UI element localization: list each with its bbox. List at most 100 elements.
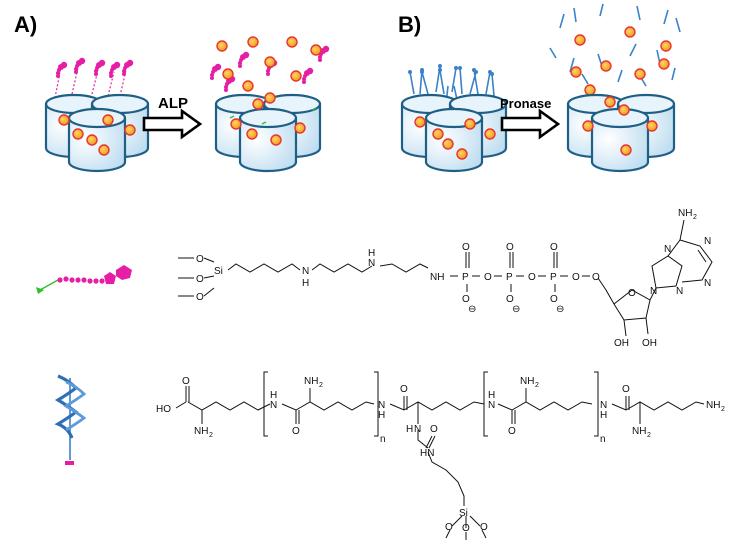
nucleotide-legend-icon bbox=[36, 265, 132, 294]
atom-label: N bbox=[600, 400, 607, 411]
atom-label: H bbox=[406, 424, 413, 435]
cargo-molecule-icon bbox=[646, 120, 658, 132]
atom-label: O bbox=[592, 272, 600, 283]
atom-label: O bbox=[430, 424, 438, 435]
atom-label: O bbox=[196, 274, 204, 285]
released-cargo-icon bbox=[600, 60, 612, 72]
cargo-molecule-icon bbox=[432, 128, 444, 140]
atom-subscript: 2 bbox=[693, 214, 697, 221]
released-cargo-icon bbox=[660, 40, 672, 52]
atom-label: N bbox=[414, 424, 421, 435]
cargo-molecule-icon bbox=[72, 128, 84, 140]
atom-label: N bbox=[664, 244, 671, 255]
atom-label: NH bbox=[678, 208, 692, 219]
atom-label: O bbox=[196, 292, 204, 303]
nucleotide-cap-icon bbox=[56, 61, 68, 78]
repeat-subscript: n bbox=[600, 434, 606, 445]
atom-subscript: 2 bbox=[319, 382, 323, 389]
released-cargo-icon bbox=[286, 36, 298, 48]
atom-label: N bbox=[704, 236, 711, 247]
atom-label: NH bbox=[304, 376, 318, 387]
released-cargo-icon bbox=[570, 66, 582, 78]
atom-label: H bbox=[378, 410, 385, 421]
released-cargo-icon bbox=[290, 70, 302, 82]
cargo-molecule-icon bbox=[456, 148, 468, 160]
atom-label: O bbox=[550, 242, 558, 253]
atom-label: N bbox=[704, 278, 711, 289]
atom-label: O bbox=[196, 254, 204, 265]
arrow-right-icon bbox=[500, 109, 560, 139]
arrow-right-icon bbox=[142, 109, 202, 139]
atom-label: O bbox=[622, 384, 630, 395]
released-cargo-icon bbox=[584, 84, 596, 96]
atom-label: NH bbox=[520, 376, 534, 387]
atom-label: O bbox=[462, 294, 470, 305]
atom-label: O bbox=[462, 242, 470, 253]
atom-label: O bbox=[484, 272, 492, 283]
cargo-molecule-icon bbox=[620, 144, 632, 156]
cargo-molecule-icon bbox=[252, 98, 264, 110]
released-cargo-icon bbox=[634, 68, 646, 80]
released-cargo-icon bbox=[247, 36, 259, 48]
cargo-molecule-icon bbox=[58, 114, 70, 126]
atom-label: OH bbox=[642, 338, 657, 349]
cargo-molecule-icon bbox=[102, 114, 114, 126]
atp-silane-labels: O O O Si N H N H NH P O P O P O O O O O … bbox=[196, 208, 711, 349]
atom-label: O bbox=[506, 294, 514, 305]
atom-label: OH bbox=[614, 338, 629, 349]
nucleotide-cap-icon bbox=[74, 57, 86, 74]
cargo-molecule-icon bbox=[604, 96, 616, 108]
cargo-molecule-icon bbox=[442, 138, 454, 150]
nucleotide-icon bbox=[302, 67, 314, 84]
cargo-molecule-icon bbox=[414, 116, 426, 128]
released-cargo-icon bbox=[242, 80, 254, 92]
cargo-molecule-icon bbox=[618, 104, 630, 116]
atom-label: H bbox=[488, 390, 495, 401]
mesoporous-container-icon bbox=[424, 107, 484, 173]
panel-a-before bbox=[44, 57, 150, 173]
atom-label: O bbox=[292, 426, 300, 437]
atom-label: O bbox=[480, 522, 488, 533]
cargo-molecule-icon bbox=[484, 128, 496, 140]
cargo-molecule-icon bbox=[270, 134, 282, 146]
atom-label: NH bbox=[632, 426, 646, 437]
polylysine-silane-labels: HO O NH 2 N H NH 2 O N H n O N H O HN NH… bbox=[156, 376, 725, 534]
atom-label: P bbox=[550, 272, 557, 283]
released-cargo-icon bbox=[310, 44, 322, 56]
atom-label: N bbox=[368, 258, 375, 269]
charge-label: ⊖ bbox=[468, 304, 476, 315]
mesoporous-container-icon bbox=[238, 107, 298, 173]
atom-subscript: 2 bbox=[647, 432, 651, 439]
atom-label: N bbox=[650, 286, 657, 297]
panel-b-label: B) bbox=[398, 12, 422, 37]
cargo-molecule-icon bbox=[98, 144, 110, 156]
pronase-label: Pronase bbox=[500, 96, 551, 111]
atp-silane-structure bbox=[178, 219, 713, 337]
atom-label: H bbox=[600, 410, 607, 421]
released-cargo-icon bbox=[264, 56, 276, 68]
nucleotide-cap-icon bbox=[122, 59, 134, 76]
atom-label: H bbox=[302, 278, 309, 289]
atom-label: N bbox=[676, 286, 683, 297]
released-cargo-icon bbox=[658, 58, 670, 70]
atom-label: HN bbox=[420, 448, 434, 459]
cargo-molecule-icon bbox=[464, 118, 476, 130]
atom-label: O bbox=[628, 288, 636, 299]
cargo-molecule-icon bbox=[264, 92, 276, 104]
cargo-molecule-icon bbox=[124, 124, 136, 136]
atom-label: O bbox=[506, 242, 514, 253]
released-cargo-icon bbox=[624, 26, 636, 38]
atom-label: O bbox=[572, 272, 580, 283]
atom-label: O bbox=[182, 376, 190, 387]
cargo-molecule-icon bbox=[582, 120, 594, 132]
atom-label: P bbox=[462, 272, 469, 283]
atom-label: HO bbox=[156, 404, 171, 415]
atom-subscript: 2 bbox=[535, 382, 539, 389]
atom-label: O bbox=[445, 522, 453, 533]
released-cargo-icon bbox=[216, 40, 228, 52]
atom-label: O bbox=[528, 272, 536, 283]
atom-subscript: 2 bbox=[209, 432, 213, 439]
atom-label: Si bbox=[214, 266, 223, 277]
